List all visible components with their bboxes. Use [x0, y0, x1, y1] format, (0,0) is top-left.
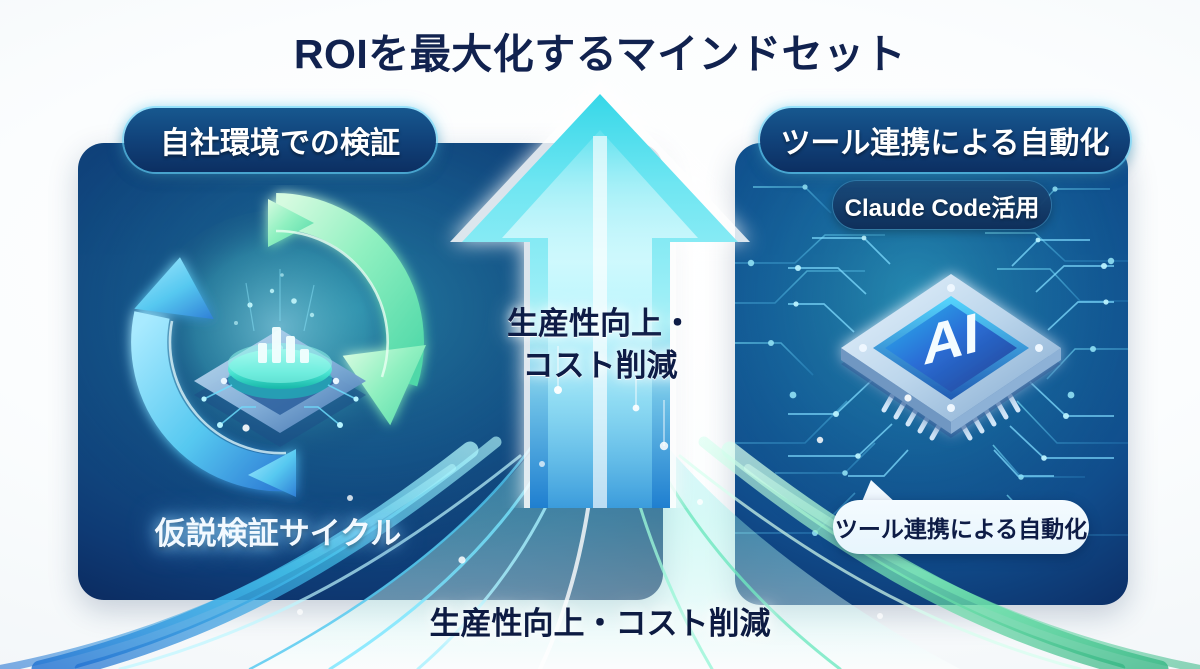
claude-code-badge-label: Claude Code活用 — [844, 194, 1040, 222]
upward-arrow-icon — [430, 78, 770, 508]
refresh-cycle-icon — [100, 185, 460, 505]
claude-code-badge[interactable]: Claude Code活用 — [833, 181, 1051, 229]
center-arrow-label-line2: コスト削減 — [522, 348, 678, 384]
cycle-caption: 仮説検証サイクル — [154, 516, 402, 551]
panel-left-header-pill[interactable]: 自社環境での検証 — [124, 108, 436, 172]
automation-callout-bubble[interactable]: ツール連携による自動化 — [833, 500, 1089, 554]
panel-right-header-label: ツール連携による自動化 — [780, 127, 1110, 160]
page-title: ROIを最大化するマインドセット — [293, 31, 907, 77]
automation-callout-label: ツール連携による自動化 — [834, 516, 1088, 542]
panel-right-header-pill[interactable]: ツール連携による自動化 — [760, 108, 1130, 172]
chip-label: AI — [923, 302, 979, 378]
panel-left-header-label: 自社環境での検証 — [160, 127, 400, 160]
ai-chip-icon: AI — [788, 228, 1114, 486]
center-arrow-label-line1: 生産性向上・ — [507, 306, 693, 341]
bottom-outcome-label: 生産性向上・コスト削減 — [429, 606, 771, 641]
automation-callout: ツール連携による自動化 — [833, 480, 1089, 554]
center-arrow-label: 生産性向上・ コスト削減 — [470, 303, 730, 387]
